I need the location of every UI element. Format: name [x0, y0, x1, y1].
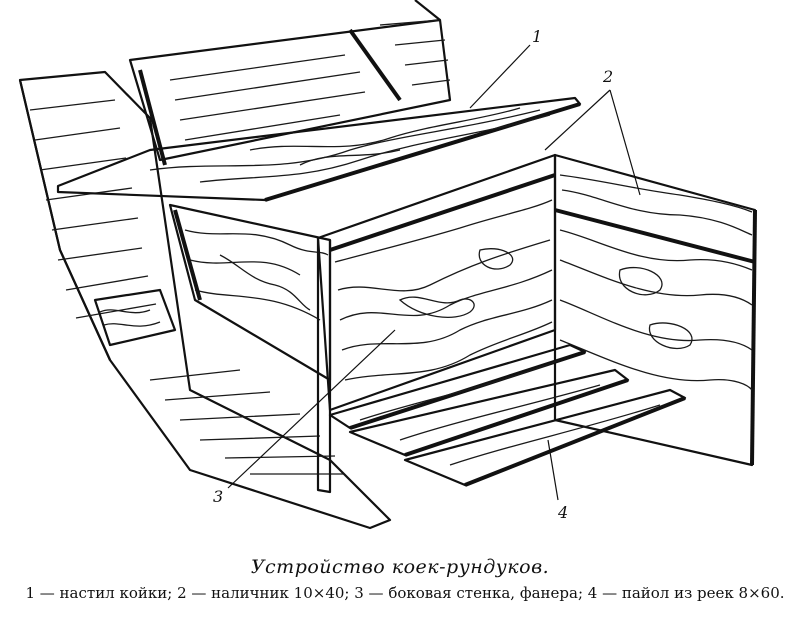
- label-2: 2: [602, 67, 613, 86]
- label-3: 3: [213, 487, 223, 506]
- back-side-wall: [168, 203, 332, 382]
- hull-side-planking: [18, 70, 392, 530]
- back-planking: [128, 0, 452, 166]
- label-4: 4: [557, 503, 568, 522]
- label-1: 1: [532, 27, 542, 46]
- caption-title: Устройство коек-рундуков.: [250, 556, 550, 578]
- bunk-locker-illustration: 1 2 3 4: [18, 0, 757, 530]
- floor-slats: [328, 343, 687, 487]
- leader-lines: [227, 44, 641, 501]
- front-side-wall: [316, 153, 557, 494]
- bunk-top-board: [56, 96, 582, 202]
- right-side-wall: [553, 153, 757, 467]
- caption-body: 1 — настил койки; 2 — наличник 10×40; 3 …: [25, 584, 785, 602]
